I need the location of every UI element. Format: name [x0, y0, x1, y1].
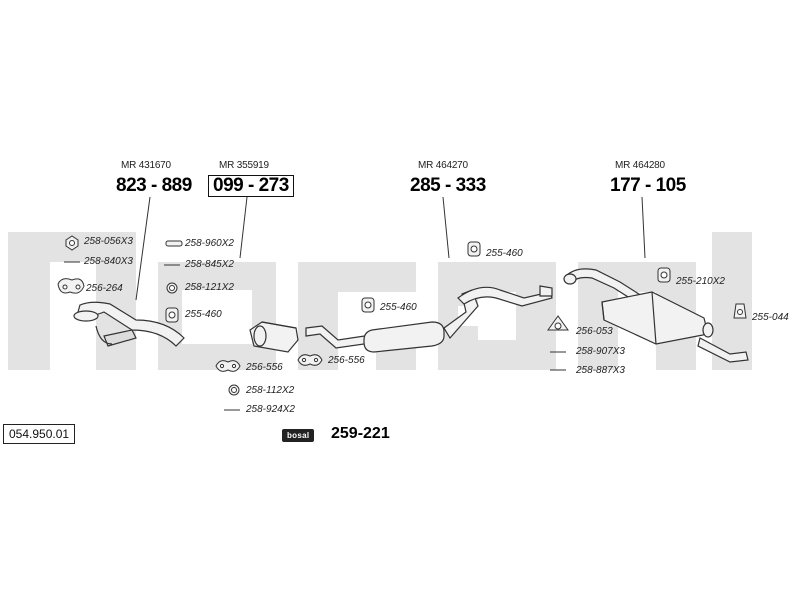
- part-code: 255-460: [380, 302, 417, 313]
- part-code: 258-907X3: [576, 346, 625, 357]
- brand-badge: bosal: [282, 429, 315, 442]
- mr-label-catalyst: MR 355919: [219, 160, 269, 171]
- catalog-number: 054.950.01: [3, 424, 76, 444]
- mr-label-front-pipe: MR 431670: [121, 160, 171, 171]
- hardware-icons: [57, 235, 747, 411]
- part-code: 258-887X3: [576, 365, 625, 376]
- mr-label-rear-silencer: MR 464280: [615, 160, 665, 171]
- part-code: 258-960X2: [185, 238, 234, 249]
- part-code: 258-121X2: [185, 282, 234, 293]
- catalytic-converter: [249, 321, 299, 353]
- part-code: 258-845X2: [185, 259, 234, 270]
- part-code: 255-460: [486, 248, 523, 259]
- rear-silencer: [563, 268, 749, 363]
- part-code: 255-044: [752, 312, 789, 323]
- gasket-icon: [297, 354, 323, 366]
- part-number-rear-silencer: 177 - 105: [610, 175, 686, 196]
- part-code: 256-556: [246, 362, 283, 373]
- part-number-front-pipe: 823 - 889: [116, 175, 192, 196]
- kit-number: 259-221: [331, 425, 390, 442]
- part-code: 255-210X2: [676, 276, 725, 287]
- part-code: 256-264: [86, 283, 123, 294]
- part-code: 256-556: [328, 355, 365, 366]
- gasket-icon: [215, 360, 241, 372]
- part-code: 258-840X3: [84, 256, 133, 267]
- brand-watermark: [8, 232, 752, 370]
- part-code: 255-460: [185, 309, 222, 320]
- mr-label-center-pipe: MR 464270: [418, 160, 468, 171]
- part-code: 258-056X3: [84, 236, 133, 247]
- center-pipe-resonator: [305, 285, 553, 353]
- gasket-icon: [57, 278, 85, 294]
- part-code: 258-112X2: [246, 385, 295, 396]
- part-code: 256-053: [576, 326, 613, 337]
- front-pipe: [73, 301, 185, 347]
- leader-lines: [135, 196, 646, 301]
- part-number-center-pipe: 285 - 333: [410, 175, 486, 196]
- part-code: 258-924X2: [246, 404, 295, 415]
- part-number-catalyst: 099 - 273: [208, 175, 294, 197]
- sleeve-icon: [165, 240, 183, 247]
